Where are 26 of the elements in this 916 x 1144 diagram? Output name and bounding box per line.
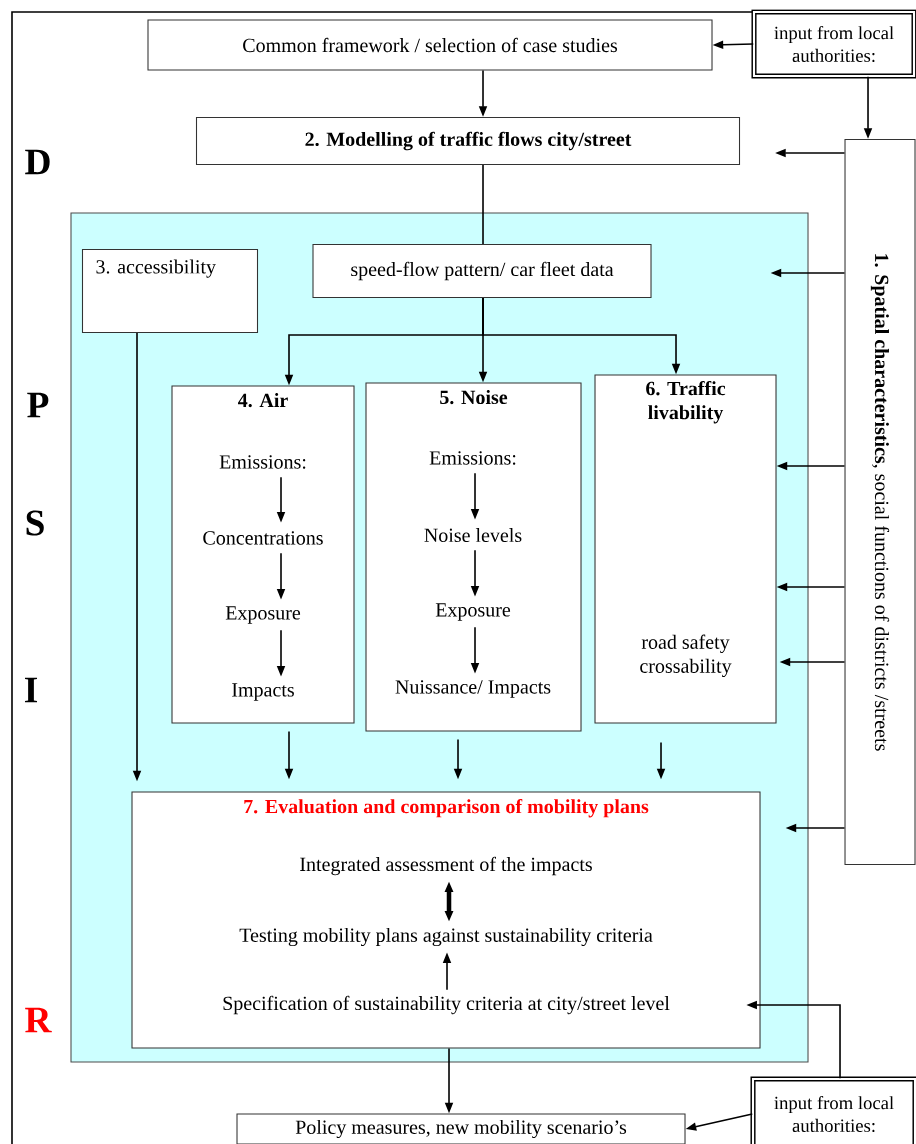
step-label: Nuissance/ Impacts <box>395 680 551 698</box>
process-box: 3. accessibility <box>81 248 259 334</box>
step-label: Impacts <box>232 683 294 701</box>
side-box: 1. Spatial characteristics, social functions of districts /streets <box>844 138 916 866</box>
step-label: Concentrations <box>203 531 323 545</box>
step-label: Testing mobility plans against sustainability criteria <box>239 927 653 947</box>
step-label: Emissions: <box>429 451 516 465</box>
step-label: Emissions: <box>219 455 306 469</box>
dpsir-letter: S <box>26 510 44 536</box>
dpsir-letter: D <box>25 149 50 175</box>
process-box: Policy measures, new mobility scenario’s <box>236 1113 686 1144</box>
step-label: Exposure <box>225 606 301 624</box>
input-box: input from local authorities: <box>751 9 916 79</box>
connector-line <box>482 164 484 245</box>
process-box: speed-flow pattern/ car fleet data <box>312 243 652 299</box>
step-label: Specification of sustainability criteria at city/street level <box>223 995 670 1015</box>
process-box: Common framework / selection of case studies <box>147 19 713 71</box>
step-label: Exposure <box>435 603 511 621</box>
process-box: 6. Traffic livability road safety crossability <box>594 374 777 724</box>
dpsir-letter: R <box>25 1007 52 1033</box>
input-box: input from local authorities: <box>750 1076 916 1144</box>
dpsir-letter: I <box>25 677 37 703</box>
step-label: Integrated assessment of the impacts <box>300 856 592 876</box>
dpsir-letter: P <box>27 392 49 418</box>
step-label: Noise levels <box>424 528 522 543</box>
process-box: 2. Modelling of traffic flows city/street <box>195 116 741 166</box>
